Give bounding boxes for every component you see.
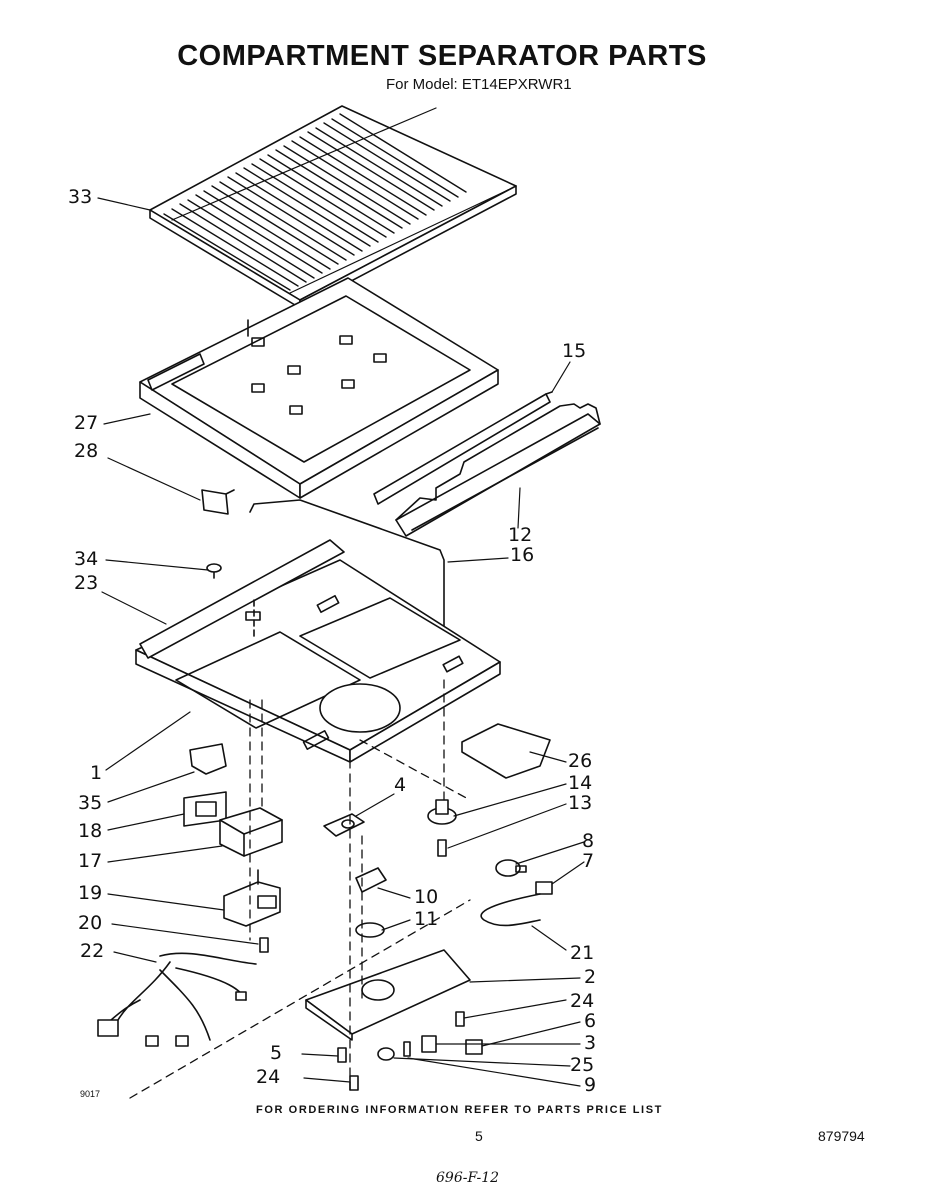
leader-lines xyxy=(97,197,585,1087)
callout-1: 1 xyxy=(90,762,103,784)
diagram-code: 9017 xyxy=(80,1089,101,1099)
callout-20: 20 xyxy=(78,912,103,934)
callout-5: 5 xyxy=(270,1042,283,1064)
callout-35: 35 xyxy=(78,792,103,814)
callout-27: 27 xyxy=(74,412,99,434)
callout-18: 18 xyxy=(78,820,103,842)
part-19-control-assembly xyxy=(223,869,281,927)
callout-12: 12 xyxy=(508,524,533,546)
part-6-switch xyxy=(465,1039,483,1055)
callout-7: 7 xyxy=(582,850,595,872)
callout-23: 23 xyxy=(74,572,99,594)
page-title: COMPARTMENT SEPARATOR PARTS xyxy=(177,40,707,72)
part-4-bracket xyxy=(323,813,365,837)
callout-10: 10 xyxy=(414,886,439,908)
callout-16: 16 xyxy=(510,544,535,566)
part-11-gasket xyxy=(355,922,385,938)
callout-9: 9 xyxy=(584,1074,597,1096)
part-25-gasket xyxy=(377,1047,395,1061)
part-26-insulation-pad xyxy=(461,723,551,779)
part-34-clip xyxy=(206,563,222,579)
page-number: 5 xyxy=(475,1128,483,1144)
callout-13: 13 xyxy=(568,792,593,814)
ordering-info-note: FOR ORDERING INFORMATION REFER TO PARTS … xyxy=(256,1104,663,1116)
callout-14: 14 xyxy=(568,772,593,794)
callout-4: 4 xyxy=(394,774,407,796)
model-subtitle: For Model: ET14EPXRWR1 xyxy=(386,76,572,93)
assembly-dashed-lines xyxy=(129,679,471,1099)
part-2-plate xyxy=(305,949,471,1041)
part-24-screw-upper xyxy=(455,1011,465,1027)
part-13-bolt xyxy=(437,839,447,857)
callout-34: 34 xyxy=(74,548,99,570)
part-20-screw xyxy=(259,937,269,953)
callout-24-upper: 24 xyxy=(570,990,595,1012)
callout-17: 17 xyxy=(78,850,103,872)
callout-19: 19 xyxy=(78,882,103,904)
callout-15: 15 xyxy=(562,340,587,362)
part-22-wire-harness xyxy=(97,952,257,1047)
part-16-wire xyxy=(249,499,445,681)
part-12-channel xyxy=(395,403,601,537)
part-23-separator-pan xyxy=(135,539,501,763)
part-10-thermostat-bracket xyxy=(355,867,387,893)
part-21-wire xyxy=(480,893,541,927)
part-17-control-housing xyxy=(219,807,283,857)
part-27-separator-frame xyxy=(139,277,499,499)
callout-24-lower: 24 xyxy=(256,1066,281,1088)
callout-8: 8 xyxy=(582,830,595,852)
part-8-bulb xyxy=(495,859,527,877)
part-24-screw-lower xyxy=(349,1075,359,1091)
part-9-screw xyxy=(403,1041,411,1057)
callout-28: 28 xyxy=(74,440,99,462)
callout-21: 21 xyxy=(570,942,595,964)
callout-6: 6 xyxy=(584,1010,597,1032)
callout-33: 33 xyxy=(68,186,93,208)
part-7-socket xyxy=(535,881,553,895)
callout-2: 2 xyxy=(584,966,597,988)
part-5-screw xyxy=(337,1047,347,1063)
callout-11: 11 xyxy=(414,908,439,930)
part-33-grille-shelf xyxy=(149,105,517,309)
part-35-knob xyxy=(189,743,227,775)
handwritten-note: 696-F-12 xyxy=(436,1170,500,1186)
part-15-rail xyxy=(373,391,553,505)
part-3-bulb xyxy=(421,1035,437,1053)
callout-3: 3 xyxy=(584,1032,597,1054)
callout-22: 22 xyxy=(80,940,105,962)
document-number: 879794 xyxy=(818,1128,865,1144)
part-14-grommet xyxy=(427,799,457,825)
part-28-block xyxy=(201,489,235,515)
callout-25: 25 xyxy=(570,1054,595,1076)
callout-26: 26 xyxy=(568,750,593,772)
